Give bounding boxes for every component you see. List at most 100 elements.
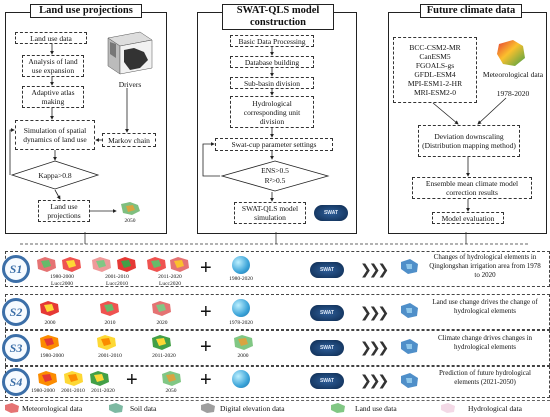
lucc-map-s2-3 (152, 301, 171, 316)
lucc-map-s4 (162, 371, 181, 386)
met-map-s3-3 (152, 335, 171, 350)
climate-model-2: FGOALS-gs (415, 61, 455, 70)
database-box: Database building (230, 56, 314, 68)
land-flow-arrows (9, 44, 129, 213)
legend-icon-meteorological (5, 403, 19, 413)
lucc-map-s3 (234, 335, 253, 350)
deviation-box: Deviation downscaling (Distribution mapp… (418, 125, 520, 157)
met-map-s4-1 (38, 371, 57, 386)
markov-chain-box: Markov chain (102, 133, 156, 147)
drivers-image (107, 31, 153, 75)
legend-icon-dem (201, 403, 215, 413)
swat-flow-arrows (202, 47, 274, 202)
climate-model-3: GFDL-ESM4 (414, 70, 456, 79)
chevrons-s2: ❯❯❯ (360, 305, 389, 321)
ens-label: ENS>0.5 (261, 166, 289, 175)
chevrons-s4: ❯❯❯ (360, 373, 389, 389)
hydro-result-s3 (401, 339, 418, 354)
lucc-map-s1-2 (62, 257, 81, 272)
ens-decision (220, 160, 330, 192)
drivers-label: Drivers (118, 80, 142, 89)
s3-met-years: 2000 (237, 353, 249, 359)
swat-panel-title: SWAT-QLS model construction (222, 4, 334, 30)
map-2050-image (121, 202, 140, 215)
legend-bar (0, 400, 550, 417)
met-map-s4-2 (64, 371, 83, 386)
swat-logo-top: SWAT (314, 205, 348, 221)
hydro-result-s1 (401, 259, 418, 274)
s2-met-years: 1978-2020 (229, 320, 253, 326)
climate-models-box: BCC-CSM2-MR CanESM5 FGOALS-gs GFDL-ESM4 … (393, 37, 477, 103)
legend-hydrological: Hydrological data (468, 404, 522, 413)
s2-period-1: 2000 (44, 320, 56, 326)
land-use-data-box: Land use data (15, 32, 87, 44)
scenario-badge-s2: S2 (2, 298, 30, 326)
met-years: 1978-2020 (496, 89, 530, 98)
s1-result: Changes of hydrological elements in Qing… (429, 253, 541, 279)
simulation-box: Simulation of spatial dynamics of land u… (15, 120, 95, 150)
plus-s4-b: + (200, 369, 212, 391)
scenario-badge-s1: S1 (2, 255, 30, 283)
legend-dem: Digital elevation data (220, 404, 285, 413)
met-map-image (497, 40, 525, 66)
s2-period-3: 2020 (156, 320, 168, 326)
legend-icon-soil (109, 403, 123, 413)
lucc-map-s2-1 (40, 301, 59, 316)
s4-result: Prediction of future hydrological elemen… (439, 369, 531, 386)
lucc-map-s1-5 (147, 257, 166, 272)
s3-period-1: 1980-2000 (40, 353, 64, 359)
s1-met-years: 1980-2020 (229, 276, 253, 282)
met-label: Meteorological data (482, 70, 544, 79)
s1-lucc-2: Lucc2010 (106, 281, 128, 287)
swat-sim-box: SWAT-QLS model simulation (234, 202, 306, 224)
s1-lucc-1: Lucc2000 (51, 281, 73, 287)
land-use-panel-title: Land use projections (30, 4, 142, 18)
s1-period-1: 1980-2000 (50, 274, 74, 280)
legend-meteorological: Meteorological data (22, 404, 83, 413)
met-map-s3-1 (40, 335, 59, 350)
s4-year: 2050 (165, 388, 177, 394)
plus-s3: + (200, 336, 212, 358)
lucc-map-s1-6 (170, 257, 189, 272)
evaluation-box: Model evaluation (432, 212, 504, 224)
legend-landuse: Land use data (355, 404, 397, 413)
kappa-label: Kappa>0.8 (38, 171, 72, 180)
globe-s2 (232, 299, 250, 317)
globe-s1 (232, 256, 250, 274)
legend-soil: Soil data (130, 404, 157, 413)
adaptive-atlas-box: Adaptive atlas making (22, 86, 84, 108)
swat-logo-s3: SWAT (310, 340, 344, 356)
climate-model-1: CanESM5 (419, 52, 451, 61)
climate-model-5: MRI-ESM2-0 (413, 88, 457, 97)
s2-result: Land use change drives the change of hyd… (432, 298, 538, 315)
s4-period-2: 2001-2010 (61, 388, 85, 394)
analysis-box: Analysis of land use expansion (22, 55, 84, 77)
chevrons-s3: ❯❯❯ (360, 340, 389, 356)
hydro-result-s4 (401, 373, 418, 388)
climate-panel-title: Future climate data (420, 4, 522, 18)
map-2050-label: 2050 (124, 218, 136, 224)
globe-s4 (232, 370, 250, 388)
s1-period-2: 2001-2010 (105, 274, 129, 280)
legend-icon-hydrological (441, 403, 455, 413)
panel-connectors (20, 232, 530, 245)
plus-s2: + (200, 301, 212, 323)
swatcup-box: Swat-cup parameter settings (215, 138, 333, 151)
climate-model-0: BCC-CSM2-MR (409, 43, 461, 52)
hru-box: Hydrological corresponding unit division (230, 96, 314, 128)
plus-s1: + (200, 257, 212, 279)
subbasin-box: Sub-basin division (230, 77, 314, 89)
lucc-map-s2-2 (100, 301, 119, 316)
basic-data-box: Basic Data Processing (230, 35, 314, 47)
s4-period-3: 2011-2020 (91, 388, 115, 394)
chevrons-s1: ❯❯❯ (360, 262, 389, 278)
swat-logo-s4: SWAT (310, 373, 344, 389)
swat-logo-s2: SWAT (310, 305, 344, 321)
lucc-map-s1-1 (37, 257, 56, 272)
hydro-result-s2 (401, 303, 418, 318)
met-map-s4-3 (90, 371, 109, 386)
met-map-s3-2 (97, 335, 116, 350)
s1-period-3: 2011-2020 (158, 274, 182, 280)
lucc-map-s1-4 (117, 257, 136, 272)
lucc-map-s1-3 (92, 257, 111, 272)
